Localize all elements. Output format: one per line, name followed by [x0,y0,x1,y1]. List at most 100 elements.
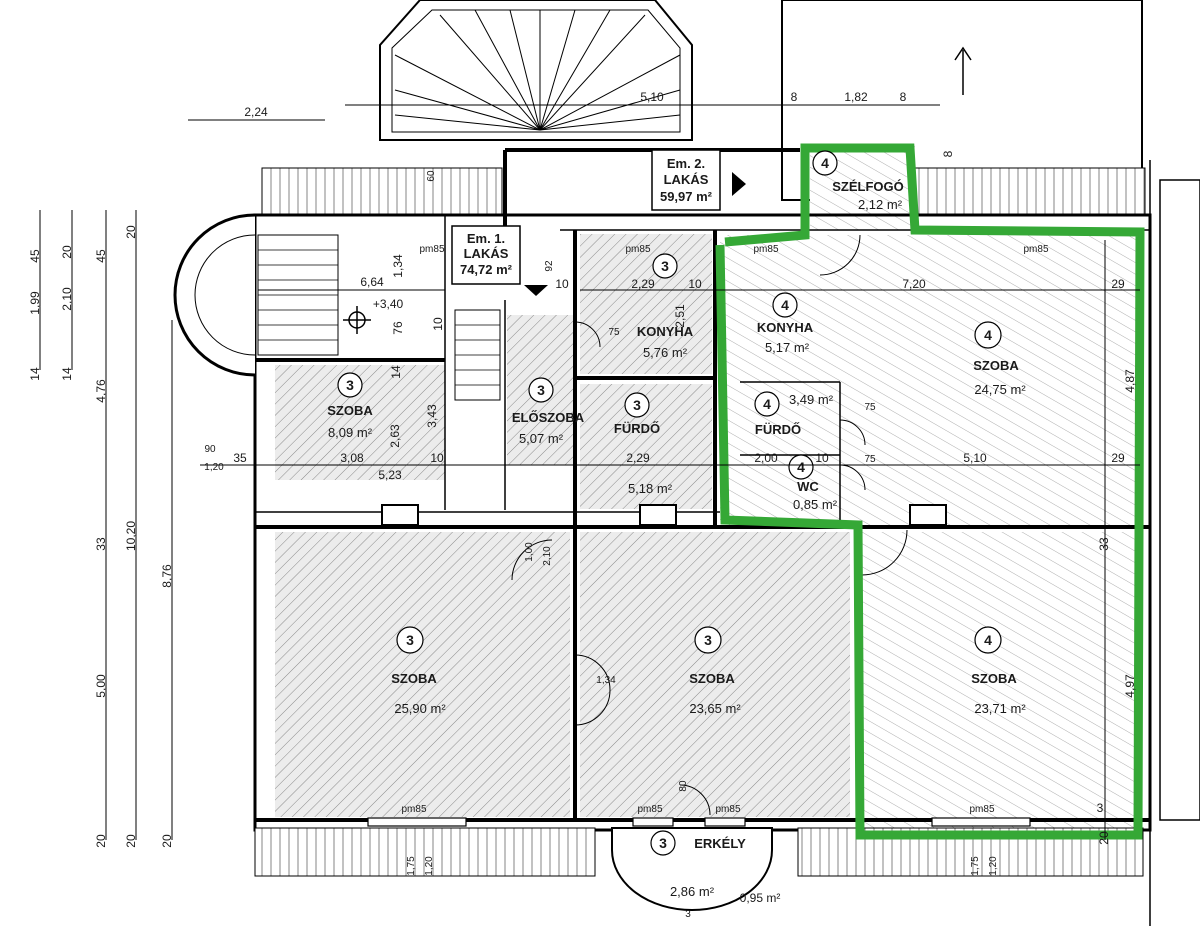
pm85-label: pm85 [1023,244,1048,255]
room-name: SZOBA [973,358,1019,373]
dim-10-b: 10 [688,277,702,291]
room-name: KONYHA [757,320,814,335]
pm85-label: pm85 [401,804,426,815]
dim-8-a: 8 [791,90,798,104]
room-area: 2,12 m² [858,197,903,212]
dim-4-97: 4,97 [1123,674,1137,698]
room-szoba-big-2: 3 SZOBA 23,65 m² [689,626,741,716]
room-area: 5,17 m² [765,340,810,355]
room-name: SZOBA [391,671,437,686]
room-name: ERKÉLY [694,836,746,851]
room-number: 4 [763,396,771,412]
dim-20-b: 20 [60,245,74,259]
room-number: 3 [659,835,667,851]
dim-3-08: 3,08 [340,451,364,465]
dim-29-b: 29 [1111,451,1125,465]
dim-2-00: 2,00 [754,451,778,465]
room-area: 5,18 m² [628,481,673,496]
room-furdo-2: 4 FÜRDŐ 3,49 m² [754,391,834,437]
dim-4-87: 4,87 [1123,369,1137,393]
room-area: 23,71 m² [974,701,1026,716]
dim-10-e: 10 [431,317,445,331]
dim-80: 80 [678,780,689,792]
room-number: 4 [797,459,805,475]
apartment-1-label: Em. 1. LAKÁS 74,72 m² [451,225,548,296]
dim-2-24: 2,24 [244,105,268,119]
room-number: 3 [633,397,641,413]
dim-1-99: 1,99 [28,291,42,315]
dim-20-c: 20 [94,834,108,848]
apartment-2-label: Em. 2. LAKÁS 59,97 m² [651,149,746,211]
dim-10-c: 10 [430,451,444,465]
pm85-label: pm85 [625,244,650,255]
room-szoba-small: 3 SZOBA 8,09 m² [327,372,373,440]
room-erkely: 3 ERKÉLY 2,86 m² [650,830,746,899]
room-number: 4 [984,327,992,343]
dim-10-d: 10 [815,451,829,465]
apt2-name: LAKÁS [664,172,709,187]
room-szoba-big-3: 4 SZOBA 23,71 m² [971,626,1026,716]
room-area: 5,07 m² [519,431,564,446]
room-name: FÜRDŐ [755,422,801,437]
dim-1-00: 1,00 [524,542,535,562]
dim-29-a: 29 [1111,277,1125,291]
pm85-label: pm85 [419,244,444,255]
dim-1-34: 1,34 [391,254,405,278]
room-number: 3 [704,632,712,648]
room-number: 3 [406,632,414,648]
dim-1-75-b: 1,75 [970,856,981,876]
dim-1-20: 1,20 [204,462,224,473]
apt2-title: Em. 2. [667,156,705,171]
apartment-4-outline [715,143,1145,840]
dim-14-b: 14 [60,367,74,381]
room-number: 3 [346,377,354,393]
dim-6-64: 6,64 [360,275,384,289]
dim-33-right: 33 [1097,537,1111,551]
left-staircase [173,213,501,401]
dim-2-10-b: 2,10 [60,287,74,311]
dim-7-20: 7,20 [902,277,926,291]
room-area: 2,86 m² [670,884,715,899]
room-area: 24,75 m² [974,382,1026,397]
dim-2-51: 2,51 [673,304,687,328]
dim-1-75-a: 1,75 [406,856,417,876]
dim-92: 92 [544,260,555,272]
dim-1-34-b: 1,34 [596,675,616,686]
room-area: 3,49 m² [789,392,834,407]
spiral-staircase-top [379,0,693,141]
apartment-4-rooms [720,145,1142,837]
dim-20-d: 20 [124,225,138,239]
dim-14: 14 [389,365,403,379]
dim-plus-3-40: +3,40 [373,297,404,311]
dim-35: 35 [233,451,247,465]
room-name: ELŐSZOBA [512,410,585,425]
room-name: SZOBA [689,671,735,686]
dim-3-43: 3,43 [425,404,439,428]
apt1-area: 74,72 m² [460,262,513,277]
room-name: WC [797,479,819,494]
pm85-label: pm85 [753,244,778,255]
dim-33-c: 33 [94,537,108,551]
dim-20-e: 20 [160,834,174,848]
room-szoba-big-1: 3 SZOBA 25,90 m² [391,626,446,716]
room-number: 4 [984,632,992,648]
dim-45-a: 45 [28,249,42,263]
dim-0-95: 0,95 m² [740,891,781,905]
pm85-label: pm85 [969,804,994,815]
room-szelfogo: 4 SZÉLFOGÓ 2,12 m² [812,150,904,212]
room-area: 5,76 m² [643,345,688,360]
pm85-label: pm85 [715,804,740,815]
apt2-area: 59,97 m² [660,189,713,204]
dim-1-20-a: 1,20 [424,856,435,876]
dim-75-b: 75 [864,402,876,413]
apartment-3-rooms [275,234,850,817]
dim-2-10: 2,10 [542,546,553,566]
room-number: 3 [661,258,669,274]
room-name: SZÉLFOGÓ [832,179,904,194]
room-area: 0,85 m² [793,497,838,512]
dim-20-d2: 20 [124,834,138,848]
dimension-lines [39,104,1140,840]
dim-2-29-b: 2,29 [626,451,650,465]
dim-14-a: 14 [28,367,42,381]
